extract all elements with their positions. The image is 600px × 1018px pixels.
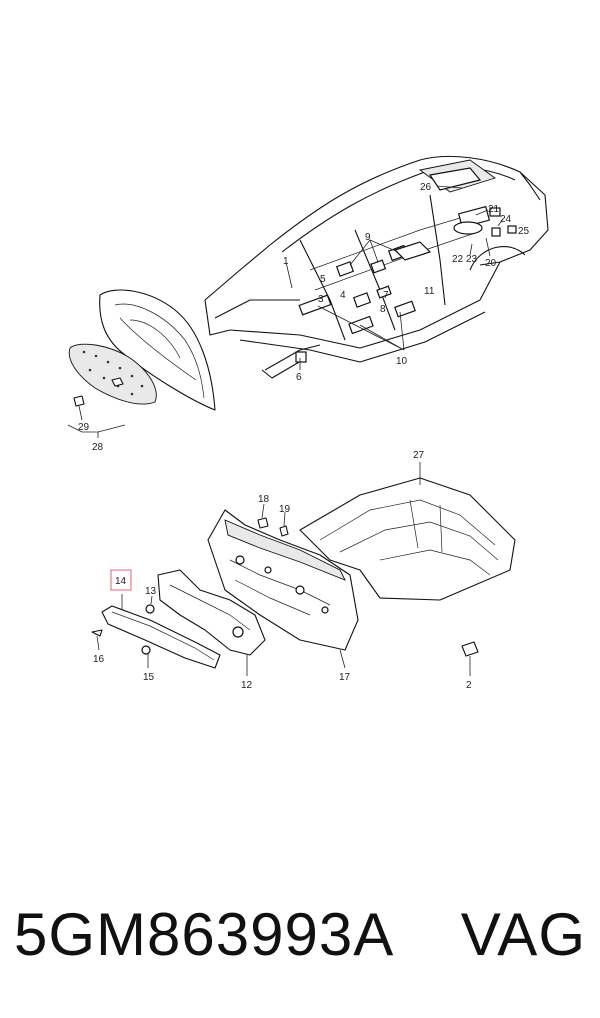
callout-labels: 1 3 4 5 7 8 9 10 11 6 26 21 24 25 22 23 … (78, 182, 530, 691)
callout-10: 10 (396, 356, 408, 367)
clip-2 (461, 641, 479, 676)
floor-pads (295, 167, 517, 363)
callout-11: 11 (424, 286, 435, 297)
callout-27: 27 (413, 450, 425, 461)
callout-26: 26 (420, 182, 432, 193)
callout-25: 25 (518, 226, 530, 237)
clip-29 (73, 395, 85, 421)
fasteners-18-19 (257, 503, 289, 537)
callout-18: 18 (258, 494, 270, 505)
callout-2: 2 (466, 680, 472, 691)
callout-12: 12 (241, 680, 253, 691)
hood-insulation-mat (68, 343, 157, 405)
callout-13: 13 (145, 586, 157, 597)
callout-4: 4 (340, 290, 346, 301)
callout-6: 6 (296, 372, 302, 383)
exploded-parts-diagram: 1 3 4 5 7 8 9 10 11 6 26 21 24 25 22 23 … (67, 155, 549, 691)
footer-caption: 5GM863993A VAG (0, 895, 600, 975)
callout-8: 8 (380, 304, 386, 315)
hood-panel (99, 289, 216, 411)
part-number: 5GM863993A (14, 901, 395, 968)
callout-14: 14 (115, 576, 127, 587)
callout-17: 17 (339, 672, 351, 683)
callout-9: 9 (365, 232, 371, 243)
callout-5: 5 (320, 274, 326, 285)
callout-23: 23 (466, 254, 478, 265)
callout-20: 20 (485, 258, 497, 269)
callout-16: 16 (93, 654, 105, 665)
callout-7: 7 (383, 290, 389, 301)
bulkhead-insulation (207, 509, 359, 669)
brand-label: VAG (460, 901, 586, 968)
callout-3: 3 (318, 294, 324, 305)
callout-28: 28 (92, 442, 104, 453)
callout-14-highlight: 14 (110, 569, 132, 591)
callout-1: 1 (283, 256, 289, 267)
floor-carpet (299, 462, 516, 601)
callout-19: 19 (279, 504, 291, 515)
callout-24: 24 (500, 214, 512, 225)
callout-29: 29 (78, 422, 90, 433)
callout-21: 21 (488, 204, 500, 215)
car-body-shell (204, 155, 549, 379)
callout-15: 15 (143, 672, 155, 683)
plenum-panel-seal (101, 594, 221, 669)
inner-dash-panel (157, 569, 266, 676)
fasteners-13-15-16 (91, 595, 155, 668)
callout-22: 22 (452, 254, 464, 265)
